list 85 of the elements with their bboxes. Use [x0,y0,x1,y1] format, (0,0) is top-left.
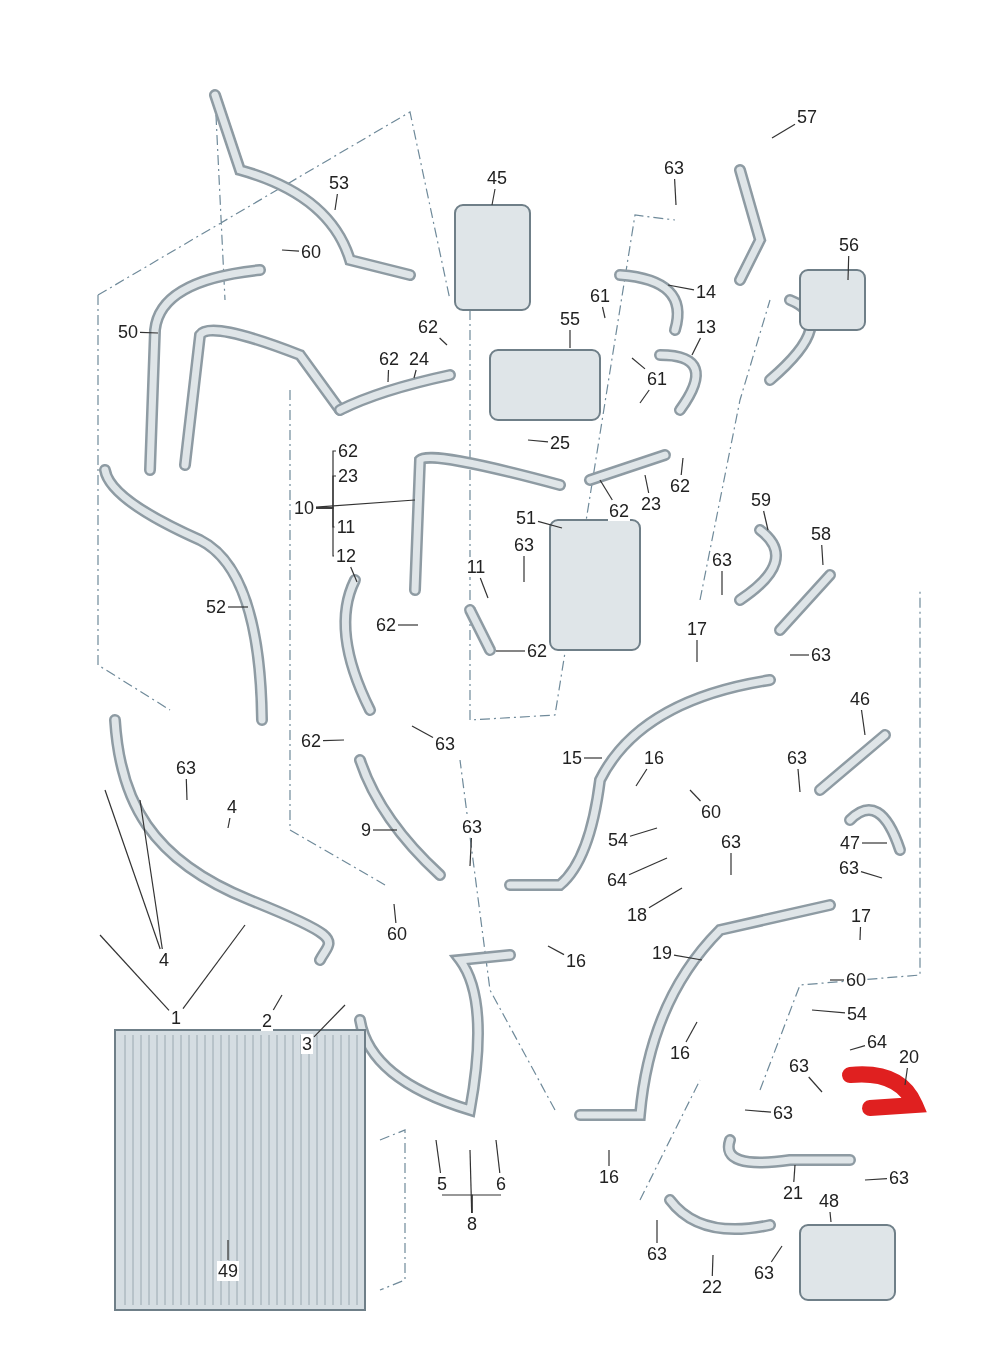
leader-line [495,1139,501,1174]
leader-line [793,1164,796,1183]
leader-line [644,474,650,494]
leader-line [227,817,231,829]
leader-line [639,389,650,404]
leader-line [811,1009,846,1014]
leader-line [227,1239,229,1261]
leader-line [861,842,888,844]
leader-line [730,852,732,876]
callout-number: 62 [608,501,630,521]
leader-line [860,871,883,879]
leader-line [721,570,723,596]
leader-line [397,624,419,626]
leader-line [435,1139,442,1174]
leader-line [789,654,810,656]
leader-line [696,639,698,663]
leader-line [629,827,658,837]
leader-line [849,1045,866,1051]
leader-line [744,1109,772,1113]
leader-line [182,924,246,1010]
leader-line [527,439,549,443]
leader-line [104,789,161,950]
leader-line [691,337,702,356]
leader-line [860,709,866,736]
leader-line [667,284,695,291]
leader-line [387,369,390,383]
leader-line [628,857,668,876]
leader-line [631,357,646,370]
leader-line [471,1194,502,1214]
leader-line [821,544,824,566]
leader-line [808,1076,823,1093]
leader-line [547,945,565,956]
leader-line [829,1211,832,1223]
leader-line [315,507,335,557]
leader-line [904,1067,908,1086]
leader-line [439,337,448,346]
leader-line [635,768,648,787]
leader-line [393,903,397,924]
callout-number: 11 [465,557,487,577]
leader-line [322,739,345,742]
leader-line [673,954,703,961]
leader-line [185,778,188,801]
callout-number: 2 [261,1011,273,1031]
leader-line [491,188,496,206]
leader-line [315,499,416,508]
leader-line [864,1178,888,1181]
leader-line [537,520,563,529]
leader-line [413,369,417,379]
leader-line [569,329,571,349]
leader-line [859,926,862,941]
leader-line [523,555,525,583]
leader-line [685,1021,698,1043]
leader-line [771,123,796,139]
leader-line [763,510,769,531]
leader-line [272,994,283,1011]
leader-line [770,1245,783,1263]
leader-line [601,306,606,319]
leader-line [139,799,163,950]
leader-line [334,193,338,211]
leader-line [479,577,489,599]
leader-line [281,249,300,252]
callout-number: 3 [301,1034,313,1054]
leader-line [674,178,677,206]
leader-line [847,255,850,281]
leader-line [583,757,603,759]
leader-line [99,934,170,1011]
callout-number: 49 [217,1261,239,1281]
leader-line [227,606,249,608]
leader-line [495,650,526,652]
leader-line [411,725,434,739]
callout-number: 63 [461,817,483,837]
leader-line [372,829,398,831]
leader-line [313,1004,346,1038]
leader-line [680,457,684,476]
leader-line [797,768,801,793]
leader-line [656,1219,658,1244]
leader-line [648,887,683,909]
leader-line [469,837,472,867]
leader-line [689,789,702,802]
leader-line [350,566,358,583]
leader-line [599,479,613,501]
leader-line [829,979,845,981]
leader-line [139,331,159,334]
leader-line [608,1149,610,1167]
leader-line [711,1254,714,1277]
